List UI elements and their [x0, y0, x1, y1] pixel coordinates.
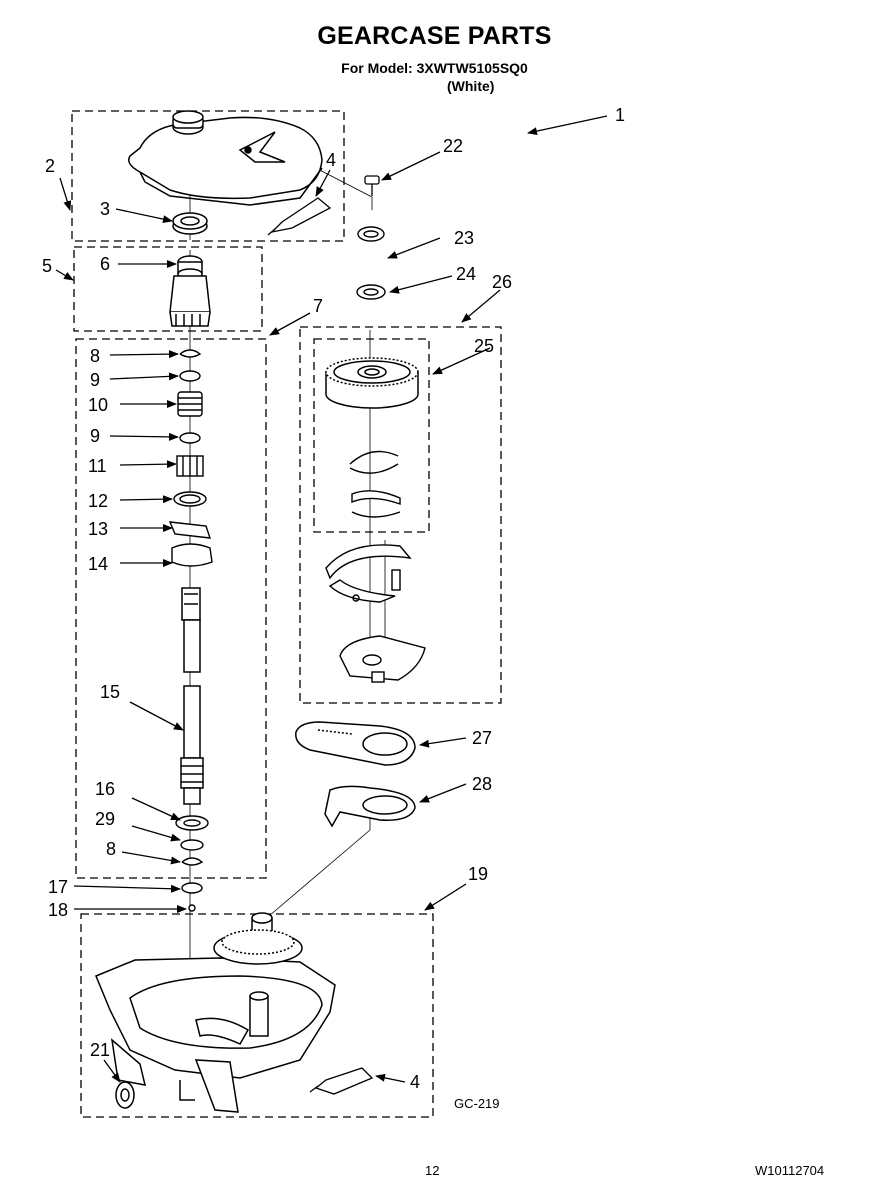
model-line: For Model: 3XWTW5105SQ0	[341, 60, 528, 76]
lower-shaft-parts	[175, 815, 209, 912]
callout-15: 15	[100, 682, 120, 702]
parts-23-24-rings	[356, 226, 386, 300]
part-6-drive-bell	[169, 255, 211, 327]
part-22-screw	[364, 175, 380, 196]
color-line: (White)	[447, 78, 495, 94]
group-box-7	[75, 338, 267, 879]
callout-18: 18	[48, 900, 68, 920]
group-box-25	[313, 338, 430, 533]
callout-13: 13	[88, 519, 108, 539]
group-box-5	[73, 246, 263, 332]
callout-24: 24	[456, 264, 476, 284]
callout-26: 26	[492, 272, 512, 292]
callout-10: 10	[88, 395, 108, 415]
callout-23: 23	[454, 228, 474, 248]
part-3-seal	[172, 212, 208, 235]
part-15-shaft	[180, 587, 204, 805]
callout-7: 7	[313, 296, 323, 316]
part-28-shift-fork	[324, 785, 416, 828]
callout-11: 11	[88, 456, 107, 476]
part-25-gear	[325, 357, 419, 409]
part-21-grommet	[115, 1081, 135, 1109]
callout-8-top: 8	[90, 346, 100, 366]
shaft-part-stack	[168, 349, 213, 567]
callout-28: 28	[472, 774, 492, 794]
callout-12: 12	[88, 491, 108, 511]
callout-22: 22	[443, 136, 463, 156]
brake-parts	[325, 450, 426, 683]
callout-17: 17	[48, 877, 68, 897]
callout-9-mid: 9	[90, 426, 100, 446]
callout-14: 14	[88, 554, 108, 574]
callout-6: 6	[100, 254, 110, 274]
document-number: W10112704	[755, 1163, 825, 1178]
callout-19: 19	[468, 864, 488, 884]
callout-labels: 1 2 3 4 22 5 6 23 24 26 7 25 8 9 10 9 11…	[42, 105, 625, 1111]
callout-8-bottom: 8	[106, 839, 116, 859]
figure-code: GC-219	[454, 1096, 500, 1111]
callout-2: 2	[45, 156, 55, 176]
group-box-2	[71, 110, 345, 242]
part-4-tube-bottom	[309, 1067, 374, 1095]
part-4-tube-top	[267, 197, 332, 236]
callout-1: 1	[615, 105, 625, 125]
gearcase-cover	[128, 110, 323, 206]
group-box-26	[299, 326, 502, 704]
callout-21: 21	[90, 1040, 110, 1060]
leader-arrows	[55, 115, 608, 1083]
page-number: 12	[425, 1163, 440, 1178]
callout-4-bottom: 4	[410, 1072, 420, 1092]
part-19-gearcase-base	[95, 912, 336, 1113]
callout-29: 29	[95, 809, 115, 829]
callout-9-top: 9	[90, 370, 100, 390]
callout-16: 16	[95, 779, 115, 799]
callout-27: 27	[472, 728, 492, 748]
callout-5: 5	[42, 256, 52, 276]
callout-3: 3	[100, 199, 110, 219]
assembly-lines	[189, 128, 386, 1010]
callout-4-top: 4	[326, 150, 336, 170]
callout-25: 25	[474, 336, 494, 356]
page-title: GEARCASE PARTS	[317, 22, 552, 50]
part-27-shift-lever	[295, 721, 416, 766]
